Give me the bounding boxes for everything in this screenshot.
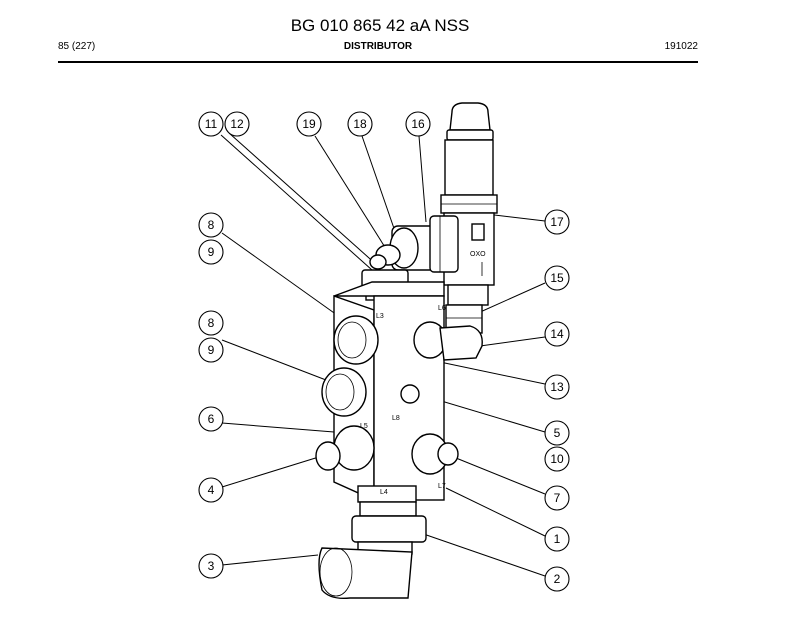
callout-18: 18 (347, 111, 373, 137)
callout-19: 19 (296, 111, 322, 137)
callout-3: 3 (198, 553, 224, 579)
svg-text:16: 16 (411, 117, 425, 131)
callout-1: 1 (544, 526, 570, 552)
svg-text:12: 12 (230, 117, 244, 131)
callout-15: 15 (544, 265, 570, 291)
port-label-l5: L5 (360, 423, 368, 430)
svg-text:13: 13 (550, 380, 564, 394)
svg-text:10: 10 (550, 452, 564, 466)
side-elbow (413, 321, 483, 361)
page-header: 85 (227) DISTRIBUTOR 191022 (58, 41, 698, 55)
valve-marking: OXO (470, 251, 486, 258)
svg-text:11: 11 (205, 117, 218, 131)
port-label-l6: L6 (438, 305, 446, 312)
svg-text:17: 17 (550, 215, 564, 229)
callout-2: 2 (544, 566, 570, 592)
svg-text:1: 1 (554, 532, 561, 546)
section-title: DISTRIBUTOR (343, 41, 413, 52)
leader-lines (220, 132, 546, 577)
callouts: 11 12 19 18 16 17 8 9 15 8 9 14 13 6 5 1… (198, 111, 570, 592)
callout-8b: 8 (198, 310, 224, 336)
port-label-l3: L3 (376, 313, 384, 320)
svg-text:6: 6 (208, 412, 215, 426)
callout-6: 6 (198, 406, 224, 432)
svg-text:15: 15 (550, 271, 564, 285)
callout-11: 11 (198, 111, 224, 137)
cartridge-valve: OXO (440, 102, 498, 334)
svg-text:14: 14 (550, 327, 564, 341)
svg-text:8: 8 (208, 316, 215, 330)
document-code: BG 010 865 42 aA NSS (290, 16, 470, 35)
callout-5: 5 (544, 420, 570, 446)
callout-14: 14 (544, 321, 570, 347)
tee-fitting (369, 215, 459, 273)
callout-8a: 8 (198, 212, 224, 238)
svg-text:3: 3 (208, 559, 215, 573)
callout-4: 4 (198, 477, 224, 503)
port-label-l8: L8 (392, 415, 400, 422)
callout-9a: 9 (198, 239, 224, 265)
header-rule (58, 61, 698, 63)
block-plugs (315, 315, 459, 475)
date-code: 191022 (664, 41, 698, 52)
svg-text:5: 5 (554, 426, 561, 440)
port-label-l4: L4 (380, 489, 388, 496)
callout-10: 10 (544, 446, 570, 472)
page-number: 85 (227) (58, 41, 96, 52)
svg-text:9: 9 (208, 245, 215, 259)
callout-12: 12 (224, 111, 250, 137)
callout-16: 16 (405, 111, 431, 137)
callout-9b: 9 (198, 337, 224, 363)
callout-13: 13 (544, 374, 570, 400)
svg-text:19: 19 (302, 117, 316, 131)
svg-text:2: 2 (554, 572, 561, 586)
port-label-l7: L7 (438, 483, 446, 490)
callout-7: 7 (544, 485, 570, 511)
callout-17: 17 (544, 209, 570, 235)
bottom-fittings (318, 501, 427, 600)
svg-text:9: 9 (208, 343, 215, 357)
svg-text:18: 18 (353, 117, 367, 131)
svg-text:8: 8 (208, 218, 215, 232)
svg-text:7: 7 (554, 491, 561, 505)
svg-text:4: 4 (208, 483, 215, 497)
